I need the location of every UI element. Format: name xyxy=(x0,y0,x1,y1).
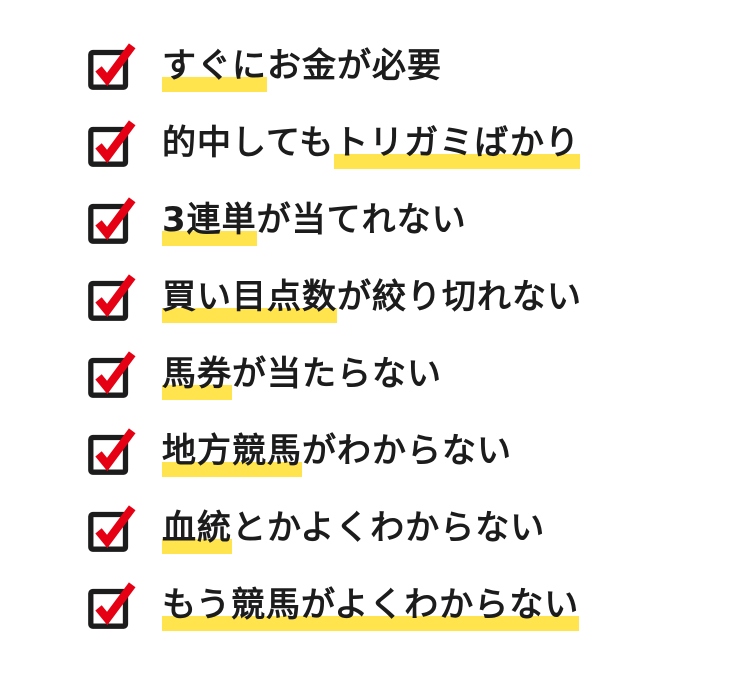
checkbox-checked-icon xyxy=(86,425,138,477)
checkbox-checked-icon xyxy=(86,117,138,169)
checklist-item-text: 馬券が当たらない xyxy=(162,354,442,400)
checklist-item: すぐにお金が必要 xyxy=(86,40,718,92)
checklist-item: 馬券が当たらない xyxy=(86,348,718,400)
checkbox-checked-icon xyxy=(86,40,138,92)
checklist-item: 買い目点数が絞り切れない xyxy=(86,271,718,323)
text-highlighted: もう競馬がよくわからない xyxy=(162,585,580,631)
checklist-item-text: 血統とかよくわからない xyxy=(162,508,545,554)
text-plain: 的中しても xyxy=(162,123,335,163)
text-plain: が当たらない xyxy=(232,354,442,394)
text-plain: が絞り切れない xyxy=(337,277,582,317)
checkbox-checked-icon xyxy=(86,502,138,554)
checklist-item-text: 地方競馬がわからない xyxy=(162,431,512,477)
checklist-item-text: 買い目点数が絞り切れない xyxy=(162,277,582,323)
text-highlighted: 地方競馬 xyxy=(162,431,302,477)
text-highlighted: 馬券 xyxy=(162,354,232,400)
text-highlighted: 買い目点数 xyxy=(162,277,337,323)
checklist-item: 3連単が当てれない xyxy=(86,194,718,246)
checklist: すぐにお金が必要 的中してもトリガミばかり 3連単が当てれない 買い目点数が絞り… xyxy=(86,40,718,631)
checklist-item-text: 3連単が当てれない xyxy=(162,200,467,246)
checklist-item: 的中してもトリガミばかり xyxy=(86,117,718,169)
checklist-item-text: すぐにお金が必要 xyxy=(162,46,442,92)
checklist-item-text: 的中してもトリガミばかり xyxy=(162,123,580,169)
text-highlighted: トリガミばかり xyxy=(334,123,580,169)
text-plain: お金が必要 xyxy=(267,46,442,86)
checklist-item: 血統とかよくわからない xyxy=(86,502,718,554)
checkbox-checked-icon xyxy=(86,194,138,246)
checklist-item: 地方競馬がわからない xyxy=(86,425,718,477)
text-plain: がわからない xyxy=(302,431,512,471)
text-plain: とかよくわからない xyxy=(232,508,546,548)
text-highlighted: 3連単 xyxy=(162,200,257,246)
checkbox-checked-icon xyxy=(86,271,138,323)
checklist-item: もう競馬がよくわからない xyxy=(86,579,718,631)
checkbox-checked-icon xyxy=(86,348,138,400)
text-plain: が当てれない xyxy=(256,200,467,240)
checklist-item-text: もう競馬がよくわからない xyxy=(162,585,580,631)
text-highlighted: 血統 xyxy=(162,508,232,554)
text-highlighted: すぐに xyxy=(162,46,267,92)
checkbox-checked-icon xyxy=(86,579,138,631)
